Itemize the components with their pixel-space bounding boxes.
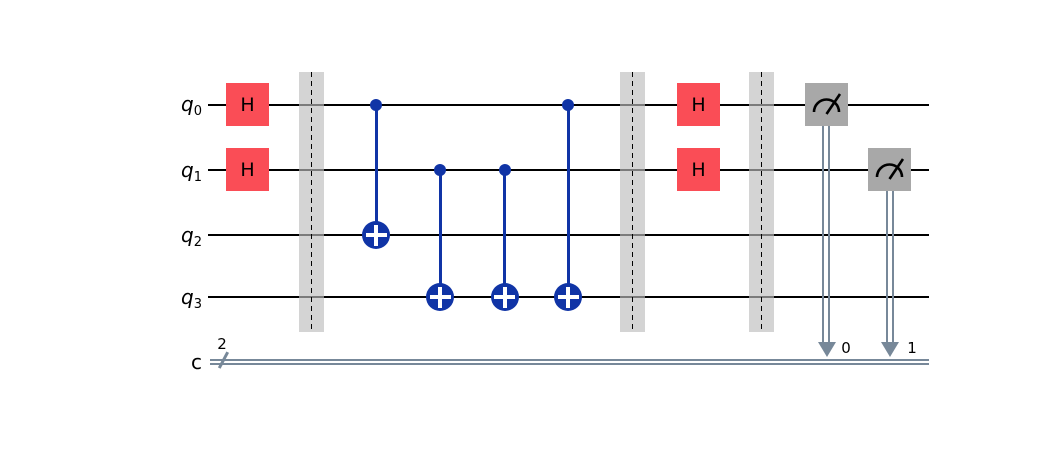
h-gate-label: H xyxy=(240,158,255,181)
h-gate-q0-2: H xyxy=(677,83,720,126)
cx4-connector xyxy=(566,104,570,297)
h-gate-q1-2: H xyxy=(677,148,720,191)
h-gate-q1-1: H xyxy=(226,148,269,191)
classical-wire xyxy=(210,359,929,365)
barrier-dashed-line xyxy=(631,72,634,332)
cx2-control-dot xyxy=(434,164,446,176)
measure-gauge-icon xyxy=(875,158,905,180)
barrier-2 xyxy=(620,72,645,332)
qubit-label-index: 1 xyxy=(193,170,202,185)
measure-arrowhead-icon xyxy=(817,342,836,357)
qubit-label-q2: q2 xyxy=(160,222,202,256)
measure-gate-q0 xyxy=(805,83,848,126)
cx3-control-dot xyxy=(498,164,511,176)
qubit-label-name: q xyxy=(181,158,194,182)
barrier-dashed-line xyxy=(310,72,313,332)
qubit-label-q3: q3 xyxy=(160,284,202,318)
h-gate-label: H xyxy=(240,93,255,116)
measure-arrowhead-icon xyxy=(881,342,899,357)
qubit-label-q0: q0 xyxy=(160,91,202,125)
barrier-dashed-line xyxy=(760,72,763,332)
barrier-3 xyxy=(749,72,774,332)
qubit-label-index: 0 xyxy=(193,104,202,119)
cx3-connector xyxy=(503,170,506,297)
clbit-label-0: 0 xyxy=(841,339,851,357)
qubit-label-index: 3 xyxy=(193,297,202,312)
qubit-label-name: q xyxy=(181,285,194,309)
h-gate-label: H xyxy=(691,93,706,116)
cx2-connector xyxy=(438,170,442,297)
cx2-target-icon xyxy=(426,283,454,311)
qubit-label-index: 2 xyxy=(193,235,202,250)
cx1-control-dot xyxy=(370,98,382,111)
cx1-target-icon xyxy=(362,221,390,249)
measure-wire-q0 xyxy=(822,126,830,344)
cx1-connector xyxy=(374,104,378,235)
h-gate-label: H xyxy=(691,158,706,181)
creg-size-label: 2 xyxy=(217,335,227,353)
cx4-control-dot xyxy=(562,98,574,111)
qubit-label-q1: q1 xyxy=(160,157,202,191)
creg-label: c xyxy=(191,350,202,374)
h-gate-q0-1: H xyxy=(226,83,269,126)
qubit-label-name: q xyxy=(181,223,194,247)
qubit-label-name: q xyxy=(181,92,194,116)
measure-wire-q1 xyxy=(885,191,894,344)
barrier-1 xyxy=(299,72,324,332)
clbit-label-1: 1 xyxy=(907,339,917,357)
cx4-target-icon xyxy=(554,283,582,311)
measure-gate-q1 xyxy=(868,148,911,191)
measure-gauge-icon xyxy=(812,93,842,115)
cx3-target-icon xyxy=(490,283,519,311)
